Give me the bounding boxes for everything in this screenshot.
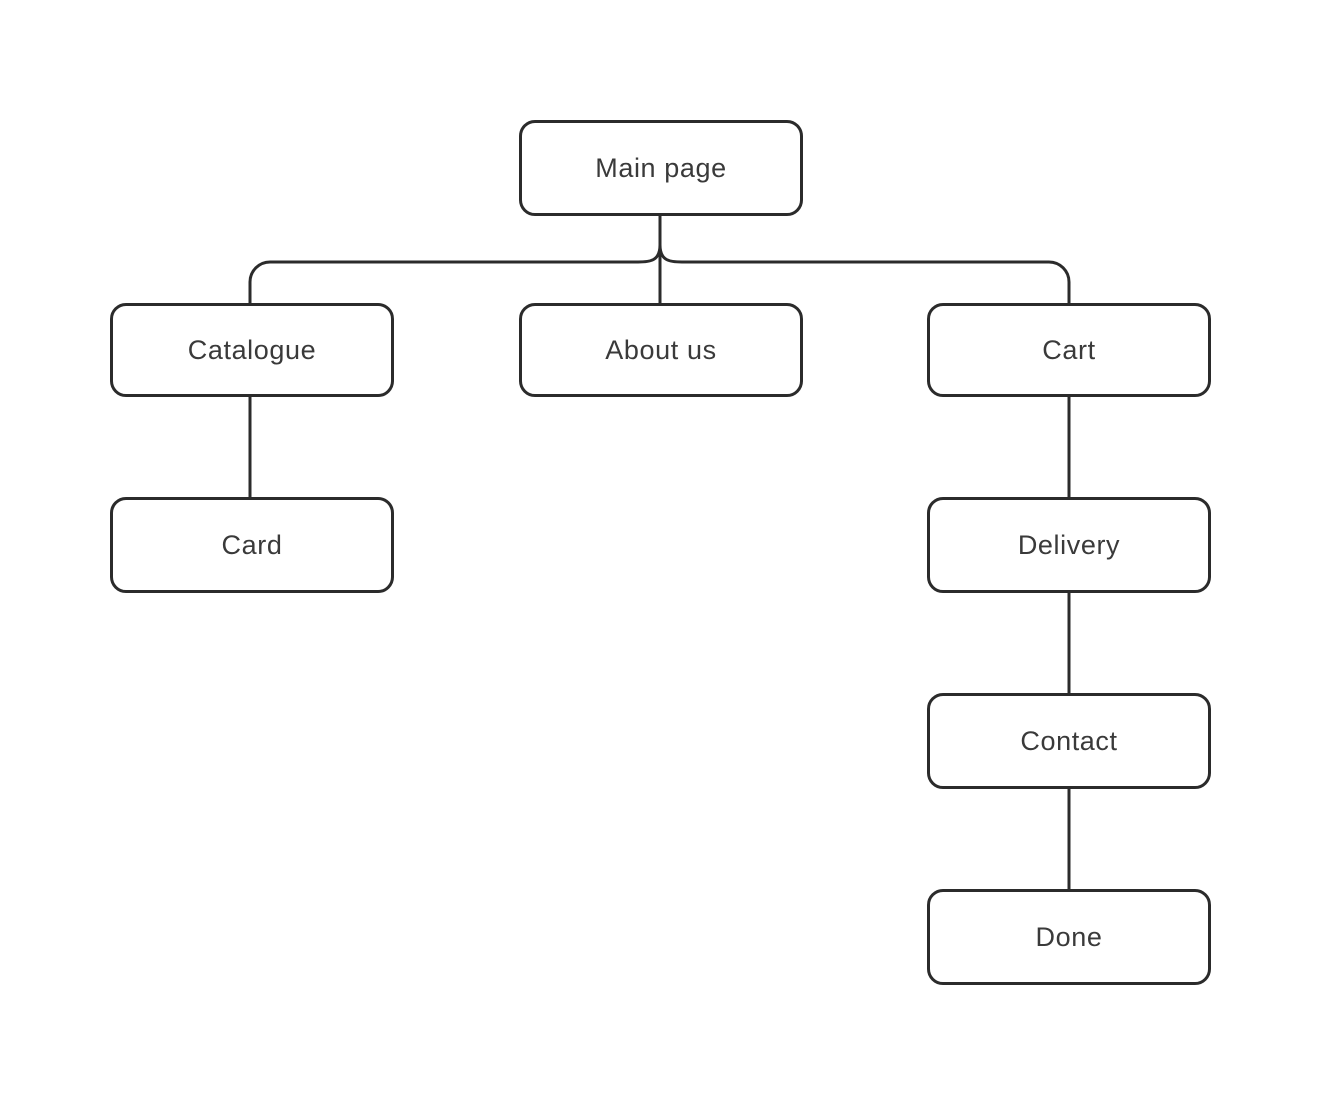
node-catalogue-label: Catalogue [187, 334, 317, 365]
node-main-page-label: Main page [595, 152, 727, 183]
node-cart[interactable]: Cart [927, 303, 1211, 397]
node-main-page[interactable]: Main page [519, 120, 803, 216]
node-contact[interactable]: Contact [927, 693, 1211, 789]
node-cart-label: Cart [1042, 334, 1096, 365]
node-card-label: Card [221, 529, 283, 560]
node-delivery-label: Delivery [1017, 529, 1121, 560]
node-about-us[interactable]: About us [519, 303, 803, 397]
node-about-us-label: About us [605, 334, 717, 365]
node-contact-label: Contact [1020, 725, 1118, 756]
node-delivery[interactable]: Delivery [927, 497, 1211, 593]
node-card[interactable]: Card [110, 497, 394, 593]
node-done-label: Done [1035, 921, 1103, 952]
node-catalogue[interactable]: Catalogue [110, 303, 394, 397]
edge-main-page-to-catalogue [248, 244, 662, 303]
node-done[interactable]: Done [927, 889, 1211, 985]
edge-main-page-to-cart [658, 244, 1071, 303]
